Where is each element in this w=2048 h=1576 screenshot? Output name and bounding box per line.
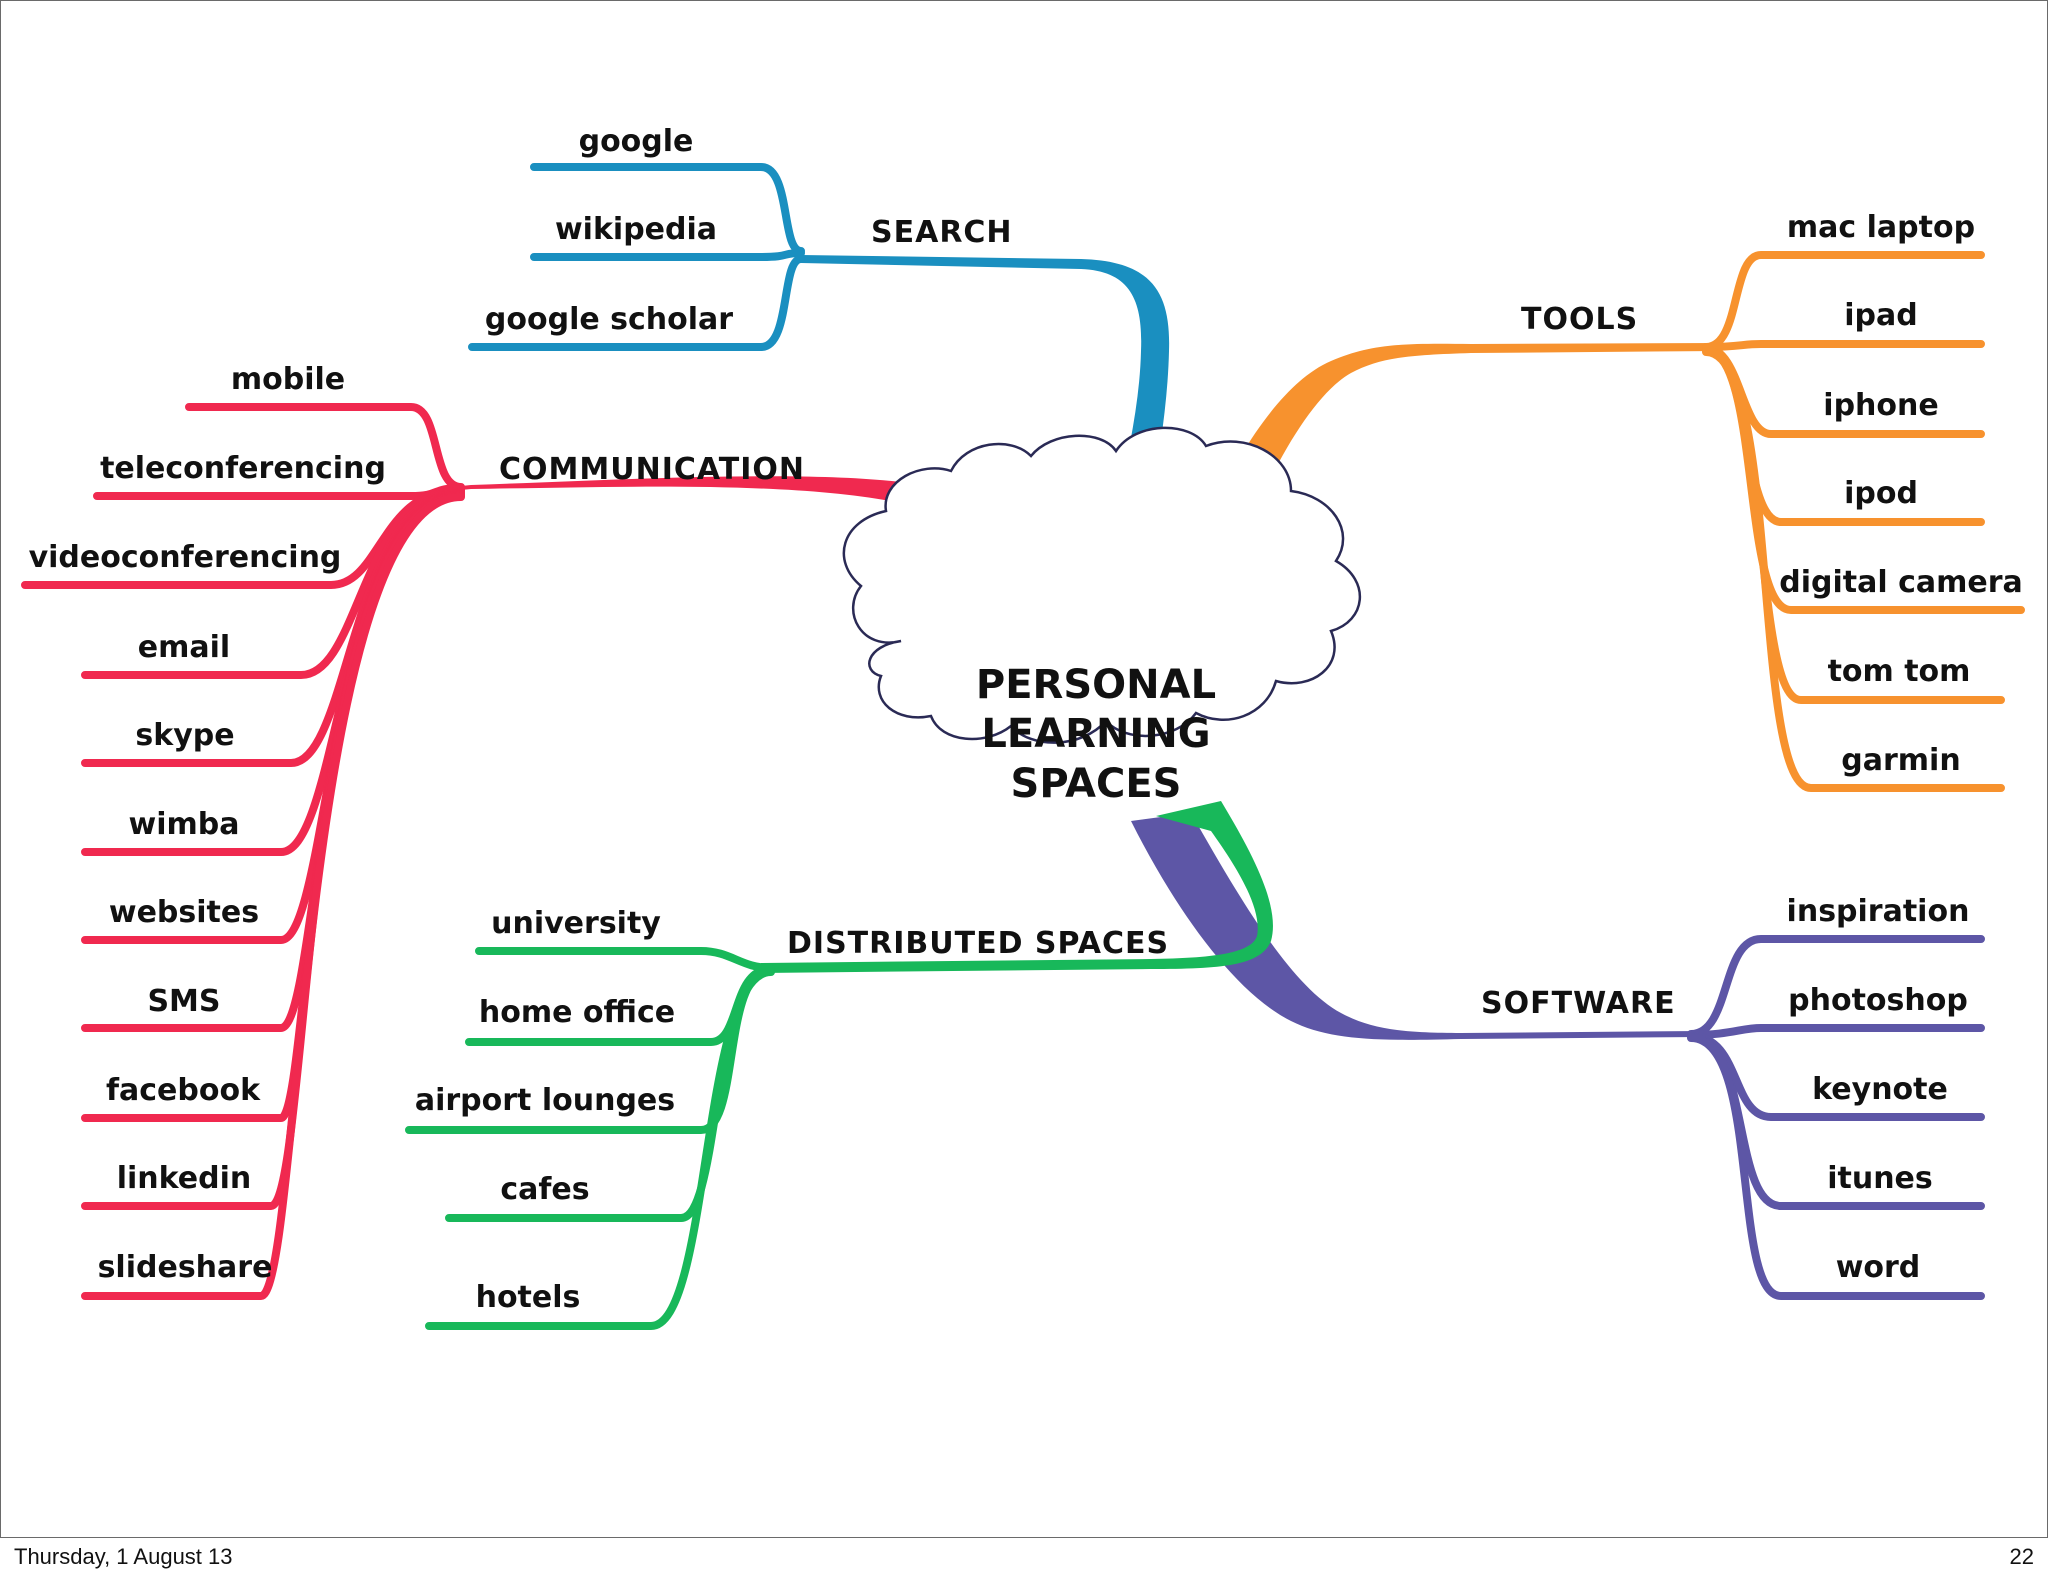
leaf-search-google: google xyxy=(579,124,694,159)
leaf-search-google-scholar: google scholar xyxy=(485,302,733,337)
branch-label-search: SEARCH xyxy=(871,215,1013,250)
search-sub-branches xyxy=(468,163,805,351)
branch-label-communication: COMMUNICATION xyxy=(499,452,805,487)
software-main-branch xyxy=(1131,813,1701,1040)
communication-sub-branches xyxy=(21,403,465,1300)
center-title-line-1: PERSONAL xyxy=(976,662,1216,708)
leaf-sw-inspiration: inspiration xyxy=(1787,894,1970,929)
leaf-dist-university: university xyxy=(491,906,661,941)
distributed-main-branch xyxy=(761,801,1273,973)
center-title-line-2: LEARNING xyxy=(981,711,1210,757)
leaf-comm-slideshare: slideshare xyxy=(98,1250,273,1285)
mind-map: PERSONAL LEARNING SPACES SEARCH COMMUNIC… xyxy=(21,124,2025,1330)
leaf-comm-mobile: mobile xyxy=(231,362,345,397)
leaf-dist-home-office: home office xyxy=(479,995,675,1030)
leaf-sw-keynote: keynote xyxy=(1812,1072,1948,1107)
leaf-tools-garmin: garmin xyxy=(1841,743,1960,778)
leaf-tools-ipad: ipad xyxy=(1844,298,1917,333)
leaf-comm-skype: skype xyxy=(135,718,234,753)
slide-footer: Thursday, 1 August 13 22 xyxy=(0,1536,2048,1576)
software-sub-branches xyxy=(1687,935,1985,1300)
footer-date: Thursday, 1 August 13 xyxy=(14,1544,233,1569)
center-cloud xyxy=(842,426,1362,744)
leaf-dist-cafes: cafes xyxy=(500,1172,589,1207)
leaf-sw-photoshop: photoshop xyxy=(1788,983,1968,1018)
leaf-comm-wimba: wimba xyxy=(129,807,240,842)
center-title-line-3: SPACES xyxy=(1011,761,1182,807)
leaf-comm-facebook: facebook xyxy=(106,1073,261,1108)
leaf-comm-email: email xyxy=(138,630,230,665)
leaf-dist-hotels: hotels xyxy=(476,1280,581,1315)
leaf-comm-websites: websites xyxy=(109,895,259,930)
branch-label-software: SOFTWARE xyxy=(1481,986,1676,1021)
slide: PERSONAL LEARNING SPACES SEARCH COMMUNIC… xyxy=(0,0,2048,1538)
distributed-sub-branches xyxy=(405,947,775,1330)
tools-sub-branches xyxy=(1702,251,2025,792)
leaf-tools-ipod: ipod xyxy=(1844,476,1918,511)
leaf-tools-digital-camera: digital camera xyxy=(1779,565,2023,600)
leaf-dist-airport-lounges: airport lounges xyxy=(415,1083,675,1118)
leaf-comm-linkedin: linkedin xyxy=(117,1161,252,1196)
leaf-sw-word: word xyxy=(1836,1250,1921,1285)
leaf-tools-tom-tom: tom tom xyxy=(1828,654,1971,689)
leaf-comm-videoconferencing: videoconferencing xyxy=(29,540,342,575)
leaf-tools-iphone: iphone xyxy=(1823,388,1938,423)
leaf-comm-sms: SMS xyxy=(147,984,220,1019)
leaf-search-wikipedia: wikipedia xyxy=(555,212,717,247)
leaf-comm-teleconferencing: teleconferencing xyxy=(100,451,386,486)
branch-label-tools: TOOLS xyxy=(1521,302,1638,337)
branch-label-distributed: DISTRIBUTED SPACES xyxy=(787,926,1169,961)
leaf-tools-mac-laptop: mac laptop xyxy=(1787,210,1975,245)
footer-page-number: 22 xyxy=(2009,1544,2034,1569)
tools-main-branch xyxy=(1161,343,1721,641)
leaf-sw-itunes: itunes xyxy=(1827,1161,1933,1196)
